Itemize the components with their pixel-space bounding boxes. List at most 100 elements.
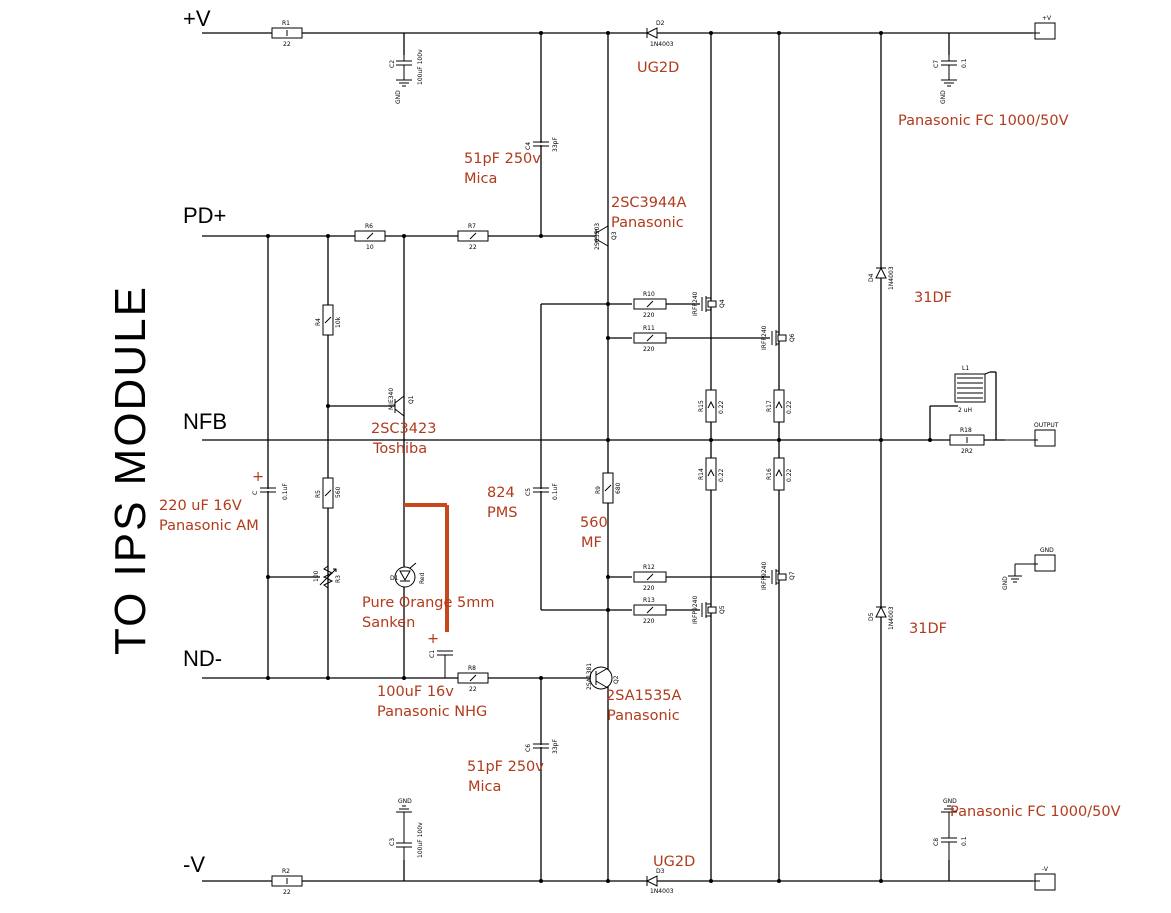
svg-text:D5: D5	[868, 612, 875, 621]
capacitor-c9: C 0.1uF	[252, 483, 289, 500]
diode-d5: D5 1N4003	[868, 605, 895, 630]
inductor-l1: L1 2 uH	[954, 365, 991, 414]
svg-text:22: 22	[283, 889, 291, 896]
svg-text:33pF: 33pF	[552, 137, 559, 152]
svg-text:Q6: Q6	[789, 333, 796, 342]
svg-text:IRFP240: IRFP240	[761, 325, 768, 350]
svg-text:2SA1381: 2SA1381	[586, 663, 593, 690]
svg-text:0.22: 0.22	[786, 400, 793, 414]
capacitor-c6: C6 33pF	[525, 739, 559, 754]
svg-text:GND: GND	[398, 798, 412, 805]
note-r9-value: 560	[580, 515, 608, 531]
svg-text:MJE340: MJE340	[388, 388, 395, 410]
note-panasonic-fc-bottom: Panasonic FC 1000/50V	[950, 804, 1121, 820]
svg-text:OUTPUT: OUTPUT	[1034, 422, 1059, 429]
resistor-r17: R17 0.22	[766, 389, 793, 423]
svg-text:10k: 10k	[335, 316, 342, 328]
svg-text:R7: R7	[468, 223, 476, 230]
resistor-r1: R1 22	[271, 20, 303, 48]
note-31df-top: 31DF	[914, 290, 952, 306]
resistor-r7: R7 22	[457, 223, 489, 251]
connector-output: OUTPUT	[1005, 422, 1059, 447]
svg-text:220: 220	[643, 346, 655, 353]
svg-text:C2: C2	[389, 60, 396, 68]
svg-text:1N4003: 1N4003	[888, 606, 895, 630]
note-31df-bottom: 31DF	[909, 621, 947, 637]
resistor-r8: R8 22	[457, 665, 489, 693]
net-label-vminus: -V	[183, 852, 205, 877]
svg-text:100uF 100v: 100uF 100v	[417, 49, 424, 85]
svg-text:D1: D1	[390, 575, 399, 582]
connector-vplus: +V	[1033, 15, 1056, 40]
svg-text:C3: C3	[389, 838, 396, 846]
note-cap-am-maker: Panasonic AM	[159, 518, 259, 534]
svg-text:33pF: 33pF	[552, 739, 559, 754]
net-label-pdplus: PD+	[183, 203, 226, 228]
svg-text:L1: L1	[962, 365, 969, 372]
resistor-r6: R6 10	[354, 223, 386, 251]
svg-text:R3: R3	[335, 575, 342, 583]
orange-jumper-wire	[404, 503, 449, 632]
note-r9-type: MF	[581, 535, 602, 551]
svg-text:C: C	[252, 491, 259, 495]
svg-text:D3: D3	[656, 868, 665, 875]
svg-text:R8: R8	[468, 665, 476, 672]
resistor-r13: R13 220	[633, 597, 667, 625]
svg-text:D4: D4	[868, 273, 875, 282]
note-q2-maker: Panasonic	[607, 708, 680, 724]
svg-text:22: 22	[469, 686, 477, 693]
resistor-r5: R5 560	[315, 477, 342, 509]
note-cap-am-value: 220 uF 16V	[159, 498, 242, 514]
svg-text:2R2: 2R2	[961, 448, 973, 455]
resistor-r16: R16 0.22	[766, 457, 793, 491]
svg-text:0.22: 0.22	[786, 468, 793, 482]
note-q1-part: 2SC3423	[371, 421, 436, 437]
diode-d3: D3 1N4003	[645, 868, 674, 895]
svg-text:R10: R10	[643, 291, 655, 298]
resistor-r15: R15 0.22	[698, 389, 725, 423]
capacitor-c5: C5 0.1uF	[525, 483, 559, 500]
svg-text:R9: R9	[595, 486, 602, 494]
resistor-r9: R9 680	[595, 472, 622, 504]
svg-text:GND: GND	[943, 798, 957, 805]
net-label-nfb: NFB	[183, 409, 227, 434]
resistor-r14: R14 0.22	[698, 457, 725, 491]
note-q3-maker: Panasonic	[611, 215, 684, 231]
svg-text:R14: R14	[698, 468, 705, 480]
note-c5-type: PMS	[487, 505, 517, 521]
svg-text:+V: +V	[1042, 15, 1052, 22]
svg-text:Q5: Q5	[719, 605, 726, 614]
svg-text:0.1uF: 0.1uF	[552, 483, 559, 500]
svg-text:0.1uF: 0.1uF	[282, 483, 289, 500]
mosfet-q7: IRFP9240 Q7	[761, 562, 796, 590]
note-mica-top-2: Mica	[464, 171, 497, 187]
resistor-r12: R12 220	[633, 564, 667, 592]
svg-text:C8: C8	[933, 838, 940, 846]
note-ug2d-top: UG2D	[637, 60, 679, 76]
svg-text:680: 680	[615, 482, 622, 494]
mosfet-q5: IRFP9240 Q5	[692, 596, 726, 624]
transistor-q1: MJE340 Q1	[388, 388, 415, 417]
svg-text:IRFP9240: IRFP9240	[761, 562, 768, 590]
led-d1: D1 Red	[390, 562, 426, 588]
svg-text:R13: R13	[643, 597, 655, 604]
diode-d4: D4 1N4003	[868, 266, 895, 290]
annotations: UG2D UG2D Panasonic FC 1000/50V Panasoni…	[159, 60, 1121, 870]
note-mica-top-1: 51pF 250v	[464, 151, 541, 167]
svg-text:1N4003: 1N4003	[650, 41, 674, 48]
connector-gnd: GND GND	[1002, 547, 1056, 590]
svg-text:R18: R18	[960, 427, 972, 434]
note-led-type: Pure Orange 5mm	[362, 595, 495, 611]
svg-text:D2: D2	[656, 20, 665, 27]
svg-text:R11: R11	[643, 325, 655, 332]
svg-text:R12: R12	[643, 564, 655, 571]
svg-text:100uF 100v: 100uF 100v	[417, 822, 424, 858]
net-label-ndminus: ND-	[183, 646, 222, 671]
svg-text:R17: R17	[766, 400, 773, 412]
svg-text:C6: C6	[525, 744, 532, 752]
svg-text:Q3: Q3	[611, 231, 618, 240]
transistor-q2: 2SA1381 Q2	[586, 663, 620, 690]
svg-text:R1: R1	[282, 20, 290, 27]
wires	[202, 32, 1033, 882]
svg-text:2 uH: 2 uH	[958, 407, 972, 414]
